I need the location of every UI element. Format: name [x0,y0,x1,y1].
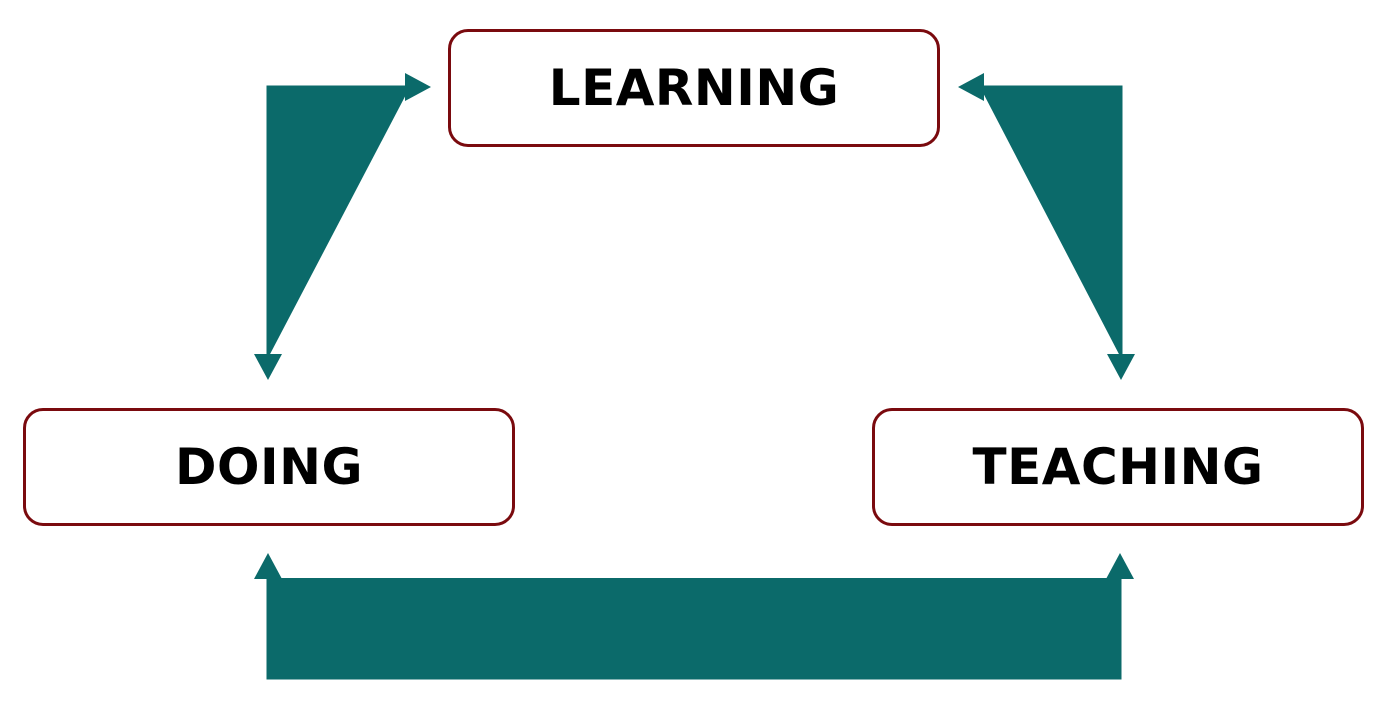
node-doing-label: DOING [175,438,363,496]
node-teaching-label: TEACHING [972,438,1264,496]
arrowhead-to-teaching-top [1107,354,1135,380]
connector-learning-teaching [980,85,1123,358]
node-teaching: TEACHING [872,408,1364,526]
node-learning-label: LEARNING [548,59,840,117]
connector-doing-teaching [266,578,1122,680]
arrowhead-to-teaching-bottom [1106,553,1134,579]
arrowhead-to-doing-top [254,354,282,380]
arrowhead-to-doing-bottom [254,553,282,579]
node-doing: DOING [23,408,515,526]
node-learning: LEARNING [448,29,940,147]
arrowhead-to-learning-left [405,73,431,101]
arrowhead-to-learning-right [958,73,984,101]
connector-learning-doing [266,85,410,358]
